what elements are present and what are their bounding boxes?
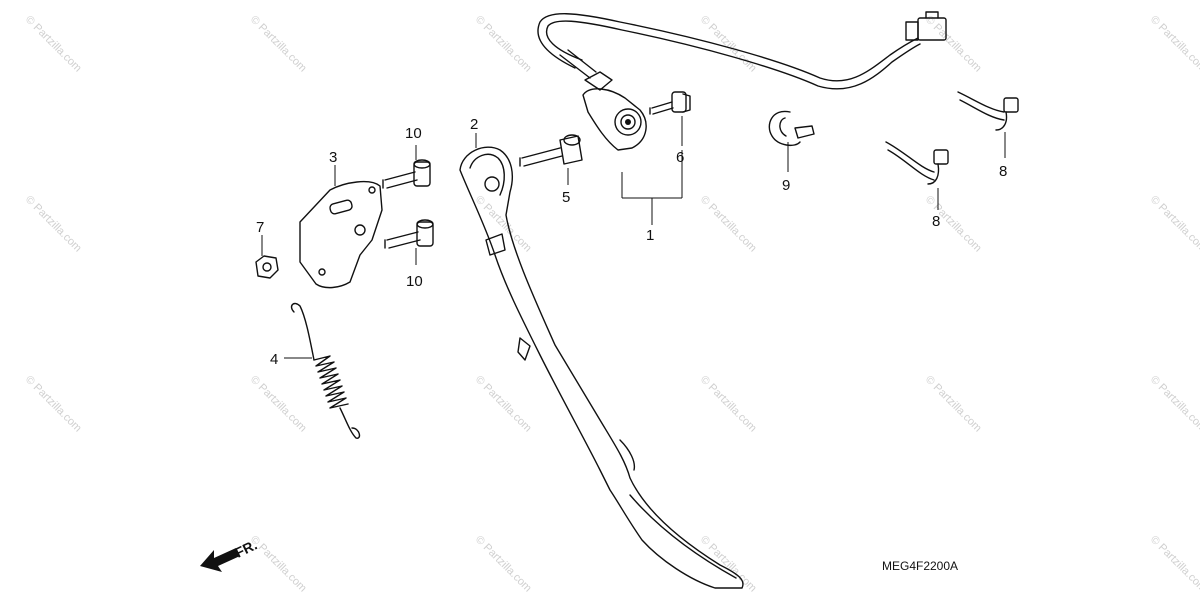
- callouts: 1 2 3 4 5 6 7 8 8 9 10 10: [256, 116, 1007, 368]
- stand-spring[interactable]: [290, 302, 361, 439]
- arrow-left-icon: [200, 548, 240, 572]
- watermark: © Partzilla.com: [23, 374, 84, 435]
- watermark: © Partzilla.com: [473, 374, 534, 435]
- pivot-bolt[interactable]: [519, 134, 583, 167]
- watermark: © Partzilla.com: [248, 534, 309, 595]
- watermark: © Partzilla.com: [1148, 194, 1200, 255]
- watermark: © Partzilla.com: [698, 194, 759, 255]
- watermark: © Partzilla.com: [473, 14, 534, 75]
- watermark: © Partzilla.com: [923, 14, 984, 75]
- watermark: © Partzilla.com: [23, 194, 84, 255]
- leader-lines: [261, 116, 1006, 359]
- watermark: © Partzilla.com: [1148, 534, 1200, 595]
- watermark: © Partzilla.com: [248, 374, 309, 435]
- callout-9: 9: [782, 177, 790, 194]
- stand-bracket[interactable]: [299, 180, 383, 289]
- callout-8a: 8: [999, 163, 1007, 180]
- callout-7: 7: [256, 219, 264, 236]
- watermark: © Partzilla.com: [1148, 14, 1200, 75]
- callout-10b: 10: [406, 273, 423, 290]
- bracket-bolt-upper[interactable]: [382, 159, 431, 189]
- callout-8b: 8: [932, 213, 940, 230]
- watermark-layer: © Partzilla.com © Partzilla.com © Partzi…: [23, 14, 1200, 595]
- watermark: © Partzilla.com: [23, 14, 84, 75]
- side-stand-switch[interactable]: [537, 11, 947, 151]
- callout-1: 1: [646, 227, 654, 244]
- wire-clamp[interactable]: [768, 110, 815, 147]
- callout-4: 4: [270, 351, 278, 368]
- callout-5: 5: [562, 189, 570, 206]
- callout-10a: 10: [405, 125, 422, 142]
- cable-tie-upper[interactable]: [957, 91, 1019, 131]
- nut[interactable]: [255, 255, 279, 279]
- callout-6: 6: [676, 149, 684, 166]
- watermark: © Partzilla.com: [923, 374, 984, 435]
- watermark: © Partzilla.com: [698, 374, 759, 435]
- watermark: © Partzilla.com: [1148, 374, 1200, 435]
- front-direction-indicator: FR.: [200, 536, 260, 572]
- watermark: © Partzilla.com: [698, 14, 759, 75]
- side-stand[interactable]: [459, 146, 744, 589]
- watermark: © Partzilla.com: [473, 534, 534, 595]
- callout-3: 3: [329, 149, 337, 166]
- diagram-code: MEG4F2200A: [882, 559, 958, 573]
- bracket-bolt-lower[interactable]: [384, 219, 434, 249]
- watermark: © Partzilla.com: [473, 194, 534, 255]
- switch-bolt[interactable]: [649, 91, 691, 115]
- callout-2: 2: [470, 116, 478, 133]
- cable-tie-lower[interactable]: [885, 141, 949, 185]
- watermark: © Partzilla.com: [248, 14, 309, 75]
